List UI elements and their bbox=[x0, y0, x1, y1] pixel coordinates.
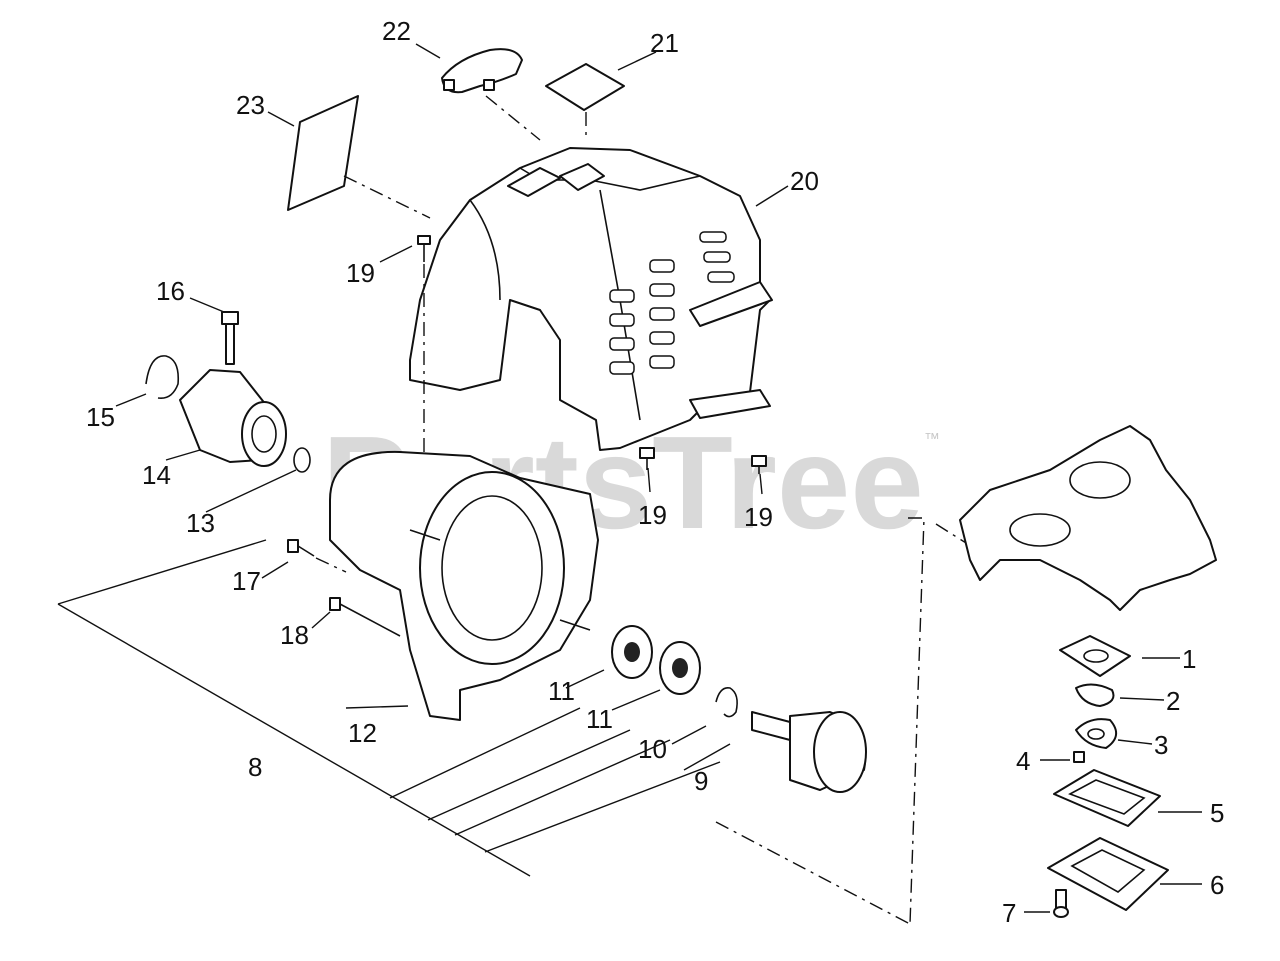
screw-19-mid bbox=[639, 447, 655, 470]
bolt-16 bbox=[221, 311, 239, 365]
valve-2 bbox=[1075, 683, 1115, 707]
label-21 bbox=[545, 63, 625, 140]
screw-17 bbox=[287, 539, 347, 573]
callout-17: 17 bbox=[232, 566, 261, 596]
gasket-1 bbox=[1059, 635, 1131, 677]
callout-11-b: 11 bbox=[586, 704, 613, 734]
callout-3: 3 bbox=[1154, 730, 1168, 760]
callout-labels: 1 2 3 4 5 6 7 8 9 10 11 11 12 13 14 15 1… bbox=[86, 16, 1224, 928]
callout-6: 6 bbox=[1210, 870, 1224, 900]
reed-plate-6 bbox=[1047, 837, 1169, 911]
bearing-11-b bbox=[659, 641, 701, 695]
bolt-18 bbox=[329, 597, 401, 637]
callout-14: 14 bbox=[142, 460, 171, 490]
callout-19-right: 19 bbox=[744, 502, 773, 532]
crankcase bbox=[959, 425, 1217, 611]
screw-19-right bbox=[751, 455, 767, 474]
engine-cover-20 bbox=[409, 147, 773, 451]
clip-10 bbox=[715, 686, 738, 718]
callout-16: 16 bbox=[156, 276, 185, 306]
callout-5: 5 bbox=[1210, 798, 1224, 828]
gasket-5 bbox=[1053, 769, 1161, 827]
callout-19-top: 19 bbox=[346, 258, 375, 288]
callout-12: 12 bbox=[348, 718, 377, 748]
callout-13: 13 bbox=[186, 508, 215, 538]
callout-2: 2 bbox=[1166, 686, 1180, 716]
fan-drum-9 bbox=[751, 711, 867, 793]
callout-leaders bbox=[115, 43, 1202, 913]
screw-7 bbox=[1053, 889, 1069, 918]
screw-4 bbox=[1073, 751, 1085, 763]
plate-3 bbox=[1075, 718, 1117, 749]
callout-7: 7 bbox=[1002, 898, 1016, 928]
cap-22 bbox=[441, 48, 541, 141]
callout-9: 9 bbox=[694, 766, 708, 796]
callout-11-a: 11 bbox=[548, 676, 575, 706]
watermark-trademark: ™ bbox=[924, 431, 940, 448]
callout-19-mid: 19 bbox=[638, 500, 667, 530]
elbow-14 bbox=[179, 369, 287, 467]
callout-20: 20 bbox=[790, 166, 819, 196]
callout-1: 1 bbox=[1182, 644, 1196, 674]
callout-8: 8 bbox=[248, 752, 262, 782]
decal-23 bbox=[287, 95, 431, 219]
screw-19-top bbox=[417, 235, 431, 530]
bearing-11-a bbox=[611, 625, 653, 679]
callout-23: 23 bbox=[236, 90, 265, 120]
fan-housing-12 bbox=[329, 450, 599, 721]
clip-15 bbox=[145, 355, 180, 400]
callout-21: 21 bbox=[650, 28, 679, 58]
callout-15: 15 bbox=[86, 402, 115, 432]
assembly-bracket-8 bbox=[57, 539, 721, 877]
callout-18: 18 bbox=[280, 620, 309, 650]
callout-10: 10 bbox=[638, 734, 667, 764]
callout-4: 4 bbox=[1016, 746, 1030, 776]
callout-22: 22 bbox=[382, 16, 411, 46]
clip-13 bbox=[293, 447, 311, 473]
